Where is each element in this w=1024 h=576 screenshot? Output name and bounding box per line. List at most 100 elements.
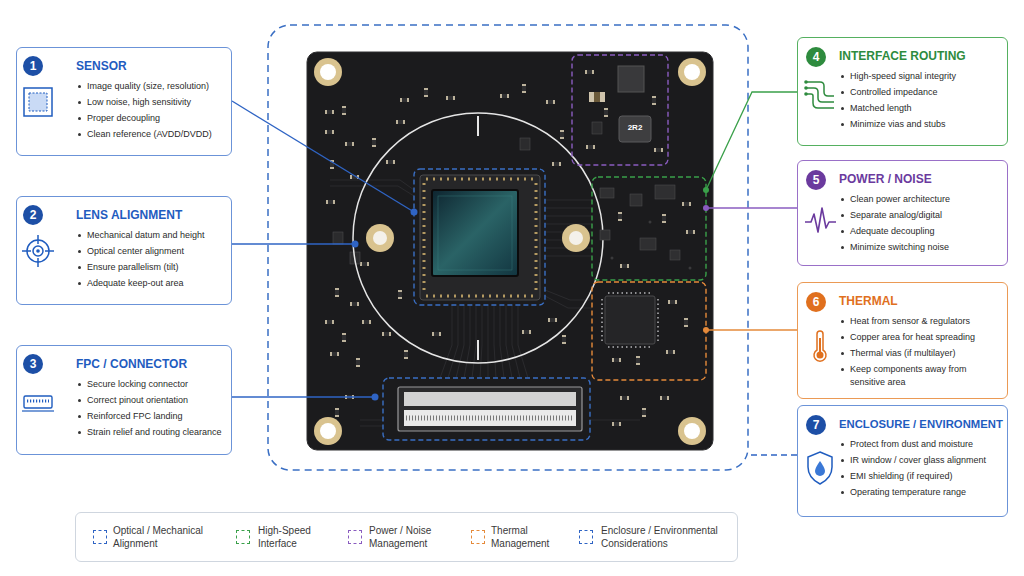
callout-number: 3 <box>23 354 43 374</box>
pcb-art-use <box>620 396 629 400</box>
callout-box: INTERFACE ROUTING High-speed signal integ… <box>797 37 1008 146</box>
pcb-art-path <box>518 305 528 378</box>
legend-swatch <box>579 530 593 544</box>
bullet-row: Controlled impedance <box>839 86 1003 99</box>
bullet-row: Operating temperature range <box>839 486 1003 499</box>
pcb-art-rect <box>600 230 610 240</box>
bullet-text: Correct pinout orientation <box>87 394 227 407</box>
pcb-art-path <box>545 256 592 257</box>
pcb-art-polyline <box>748 454 797 455</box>
pcb-art-rect <box>438 196 512 270</box>
pcb-art-circle <box>36 249 40 253</box>
pcb-art-circle <box>817 352 824 359</box>
bullet-text: EMI shielding (if required) <box>850 470 1003 483</box>
pcb-art-circle <box>373 231 387 245</box>
pcb-art-line <box>423 183 426 292</box>
bullet-dot <box>78 133 81 136</box>
pcb-art-use <box>654 148 663 152</box>
pcb-art-rect <box>383 378 590 440</box>
pcb-art-use <box>686 230 695 234</box>
callout-title: FPC / CONNECTOR <box>76 357 227 372</box>
pcb-art-path <box>448 305 458 378</box>
bullet-dot <box>841 75 844 78</box>
callout-box: LENS ALIGNMENTMechanical datum and heigh… <box>16 196 232 305</box>
bullet-row: Secure locking connector <box>76 378 227 391</box>
pcb-art-use <box>562 335 566 344</box>
bullet-text: Optical center alignment <box>87 245 227 258</box>
pcb-art-use <box>335 288 339 297</box>
pcb-art-use <box>592 122 602 134</box>
pcb-art-circle <box>562 224 590 252</box>
pcb-art-circle <box>804 86 808 90</box>
bullet-dot <box>78 266 81 269</box>
bullet-row: Protect from dust and moisture <box>839 438 1003 451</box>
pcb-art-path <box>500 305 504 378</box>
bullet-text: Operating temperature range <box>850 486 1003 499</box>
callout-box: ENCLOSURE / ENVIRONMENTProtect from dust… <box>797 405 1008 517</box>
pcb-art-circle <box>320 64 336 80</box>
bullet-text: Minimize vias and stubs <box>850 118 1003 131</box>
pcb-art-use <box>326 200 335 204</box>
bullet-dot <box>841 491 844 494</box>
bullet-row: Heat from sensor & regulators <box>839 315 1003 328</box>
pcb-art-g <box>325 84 669 426</box>
callout-title: INTERFACE ROUTING <box>839 49 1003 64</box>
pcb-art-g <box>232 92 797 455</box>
pcb-art-circle <box>649 221 652 224</box>
pcb-art-line <box>608 346 652 348</box>
callout-box: POWER / NOISEClean power architectureSep… <box>797 160 1008 266</box>
pcb-art-rect <box>630 194 642 206</box>
pcb-art-polyline <box>232 243 355 244</box>
pcb-art-rect <box>640 238 656 250</box>
pcb-art-path <box>360 420 383 421</box>
pcb-art-use <box>604 108 608 117</box>
pcb-art-circle <box>320 423 336 439</box>
pcb-art-rect <box>420 175 540 300</box>
bullet-row: Adequate keep-out area <box>76 277 227 290</box>
pcb-art-g <box>611 221 692 270</box>
pcb-art-path <box>808 452 832 484</box>
pcb-art-rect <box>398 387 582 431</box>
pcb-art-circle <box>366 224 394 252</box>
bullet-row: Proper decoupling <box>76 112 227 125</box>
pcb-art-circle <box>703 187 709 193</box>
bullet-text: Separate analog/digital <box>850 209 1003 222</box>
callout-box: SENSORImage quality (size, resolution)Lo… <box>16 47 232 156</box>
pcb-art-rect <box>24 88 52 116</box>
pcb-art-circle <box>703 205 709 211</box>
bullet-text: Adequate decoupling <box>850 225 1003 238</box>
bullet-dot <box>78 431 81 434</box>
pcb-art-rect <box>432 190 518 276</box>
pcb-art-use <box>682 202 691 206</box>
bullet-dot <box>78 383 81 386</box>
bullet-text: Thermal vias (if multilayer) <box>850 347 1003 360</box>
pcb-art-path <box>464 305 470 378</box>
pcb-art-circle <box>314 58 342 86</box>
bullet-dot <box>78 101 81 104</box>
bullet-dot <box>841 230 844 233</box>
pcb-art-circle <box>411 209 418 216</box>
legend-text: Power / Noise Management <box>369 524 457 550</box>
bullet-dot <box>841 459 844 462</box>
bullet-row: Thermal vias (if multilayer) <box>839 347 1003 360</box>
bullet-dot <box>841 336 844 339</box>
pcb-art-use <box>500 94 509 98</box>
bullet-dot <box>841 320 844 323</box>
pcb-art-use <box>404 350 408 359</box>
pcb-art-line <box>477 340 479 360</box>
bullet-text: High-speed signal integrity <box>850 70 1003 83</box>
callout-number-text: 4 <box>813 51 820 63</box>
pcb-art-use <box>432 332 441 336</box>
pcb-art-use <box>662 214 666 223</box>
pcb-art-rect <box>670 250 680 260</box>
pcb-art-circle <box>804 92 808 96</box>
callout-number: 1 <box>23 56 43 76</box>
bullet-row: Image quality (size, resolution) <box>76 80 227 93</box>
pcb-art-circle <box>314 417 342 445</box>
pcb-art-line <box>37 258 39 267</box>
pcb-art-path <box>814 331 826 361</box>
pcb-art-use <box>400 98 409 102</box>
pcb-art-path <box>512 305 520 378</box>
pcb-art-use <box>668 300 677 304</box>
pcb-art-rect <box>404 410 576 426</box>
